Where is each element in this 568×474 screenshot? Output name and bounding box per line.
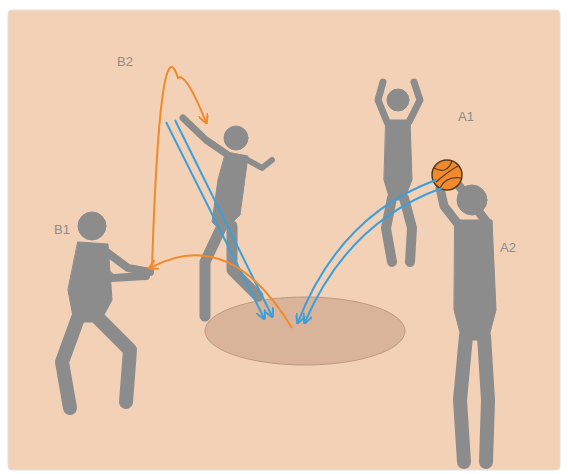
player-label: A1: [458, 110, 474, 123]
background: [8, 10, 560, 470]
ball-path-blue: [166, 120, 442, 322]
player-label: B2: [117, 55, 133, 68]
player-b2: [183, 118, 272, 316]
player-label: B1: [54, 223, 70, 236]
player-b1: [62, 212, 150, 408]
player-a1: [378, 82, 420, 262]
player-a2: [440, 182, 496, 462]
player-label: A2: [500, 241, 516, 254]
ball-path-orange: [150, 67, 292, 328]
volleyball: [432, 160, 462, 190]
